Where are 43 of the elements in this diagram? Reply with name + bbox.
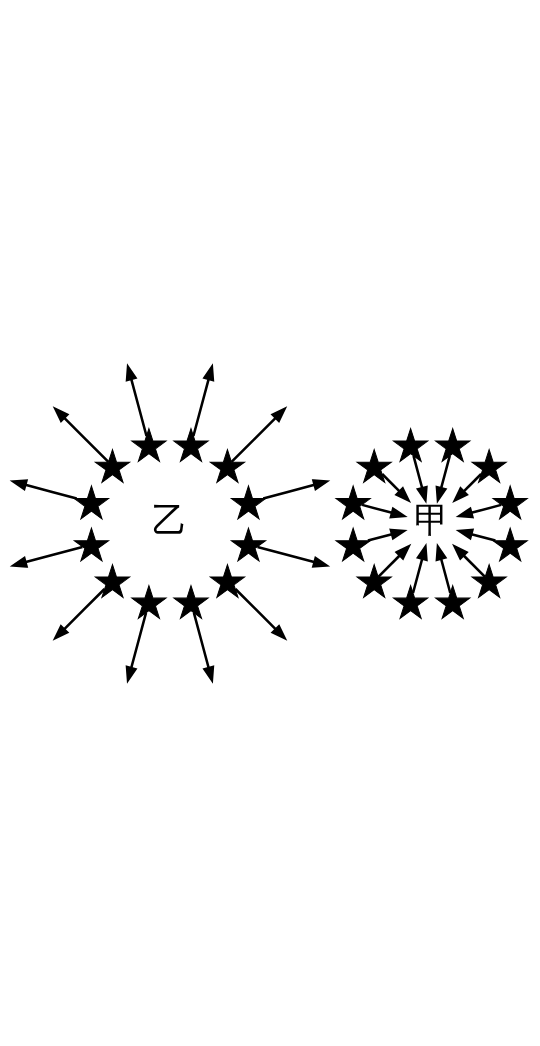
node-star <box>72 525 111 562</box>
node-text: 甲 <box>414 499 450 540</box>
node-star <box>491 525 529 562</box>
node-star <box>470 562 508 599</box>
arrow <box>52 587 106 641</box>
arrow <box>125 362 148 436</box>
node-star <box>229 525 268 562</box>
node-star <box>130 426 168 463</box>
node-star <box>172 426 210 463</box>
arrow <box>452 472 483 503</box>
node-star <box>470 447 508 484</box>
node-text: 乙 <box>152 499 188 540</box>
arrow <box>455 503 502 518</box>
node-star <box>93 562 132 599</box>
arrow <box>125 612 148 684</box>
arrow <box>192 612 215 684</box>
node-star <box>334 525 372 562</box>
arrow <box>367 528 408 542</box>
arrow <box>455 528 496 542</box>
arrow <box>9 478 77 500</box>
node-star <box>434 426 472 463</box>
node-star <box>334 483 372 520</box>
node-star <box>434 583 472 620</box>
node-star <box>229 483 268 520</box>
arrow <box>435 455 451 504</box>
arrow <box>452 543 486 578</box>
node-star <box>172 583 210 620</box>
node-star <box>130 583 168 620</box>
arrow <box>234 587 288 641</box>
node-star <box>491 483 529 520</box>
arrow <box>192 362 215 436</box>
node-star <box>355 447 393 484</box>
arrow <box>411 542 428 593</box>
arrow <box>381 472 412 503</box>
node-star <box>391 583 430 620</box>
node-star <box>93 447 132 484</box>
arrow <box>412 455 428 504</box>
arrow <box>262 478 331 500</box>
node-star <box>208 447 247 484</box>
node-star <box>355 562 393 599</box>
node-star <box>208 562 247 599</box>
arrow <box>435 542 452 593</box>
node-star <box>391 426 430 463</box>
